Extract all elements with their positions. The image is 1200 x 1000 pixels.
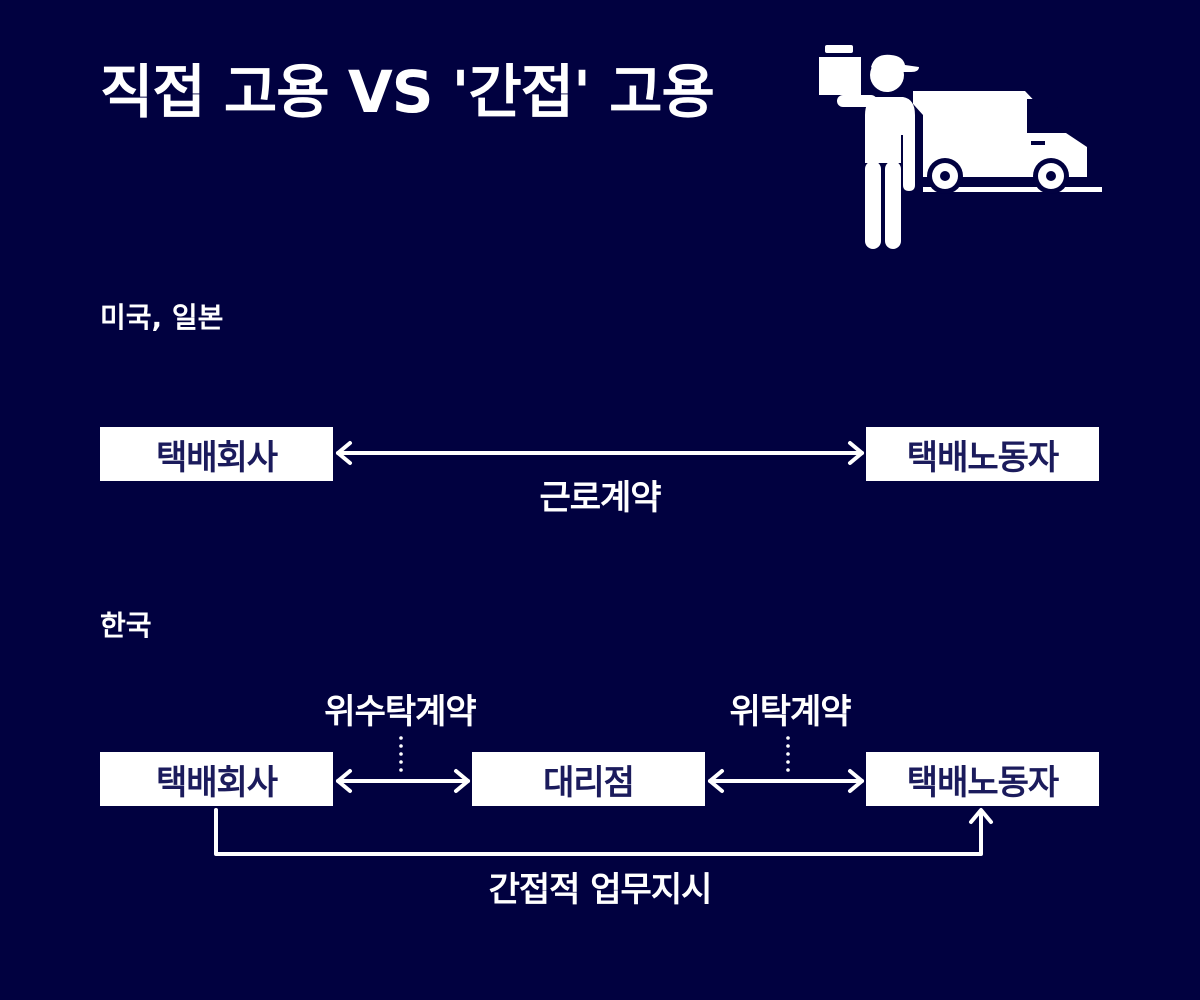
korea-left-dotted-connector: [399, 736, 403, 772]
korea-left-contract-arrow: [336, 769, 470, 793]
korea-relation-right-label: 위탁계약: [729, 692, 851, 732]
us-japan-contract-arrow: [336, 441, 864, 465]
us-japan-company-box: 택배회사: [100, 427, 333, 481]
page-title: 직접 고용 VS '간접' 고용: [100, 58, 715, 126]
korea-indirect-label: 간접적 업무지시: [488, 870, 713, 910]
us-japan-relation-label: 근로계약: [539, 478, 661, 518]
korea-right-contract-arrow: [708, 769, 864, 793]
korea-indirect-instruction-arrow: [214, 808, 993, 856]
us-japan-worker-box: 택배노동자: [866, 427, 1099, 481]
korea-relation-left-label: 위수탁계약: [324, 692, 476, 732]
korea-worker-box: 택배노동자: [866, 752, 1099, 806]
korea-right-dotted-connector: [786, 736, 790, 772]
delivery-worker-with-truck-icon: [819, 45, 1102, 250]
korea-agency-box: 대리점: [472, 752, 705, 806]
section-label-korea: 한국: [100, 609, 152, 642]
section-label-us-japan: 미국, 일본: [100, 301, 224, 334]
korea-company-box: 택배회사: [100, 752, 333, 806]
